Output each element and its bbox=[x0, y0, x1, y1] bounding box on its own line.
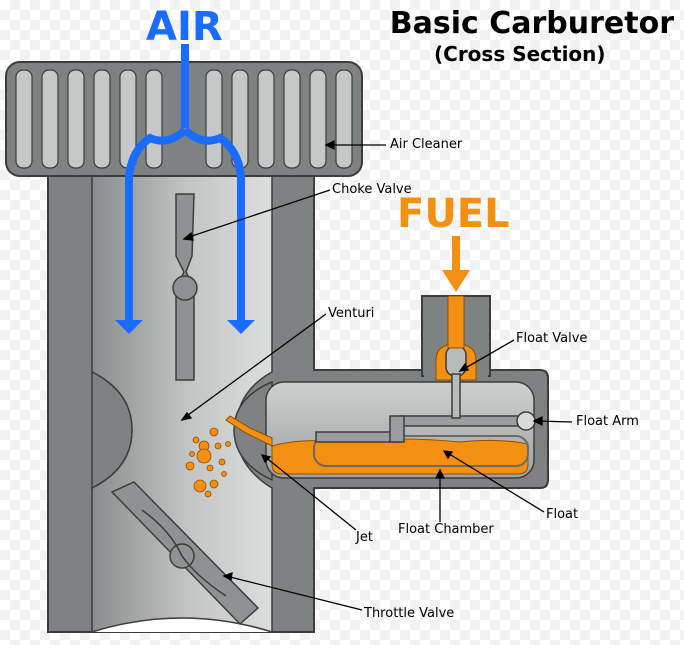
label-float-arm: Float Arm bbox=[576, 414, 639, 429]
air-flow-arrows bbox=[125, 44, 245, 322]
float bbox=[313, 435, 529, 467]
air-label: AIR bbox=[146, 4, 223, 50]
float-valve bbox=[435, 343, 477, 419]
label-venturi: Venturi bbox=[328, 306, 375, 321]
jet bbox=[225, 415, 273, 447]
venturi-left bbox=[91, 370, 133, 490]
label-air-cleaner: Air Cleaner bbox=[390, 137, 463, 152]
throttle-valve bbox=[110, 481, 260, 626]
fuel-pool bbox=[271, 438, 529, 475]
fuel-label: FUEL bbox=[397, 191, 510, 237]
bore-outlet bbox=[91, 617, 273, 633]
label-float-chamber: Float Chamber bbox=[398, 522, 494, 537]
fuel-droplets bbox=[185, 427, 231, 498]
label-jet: Jet bbox=[356, 530, 373, 545]
diagram-subtitle: (Cross Section) bbox=[434, 42, 606, 66]
choke-valve bbox=[172, 193, 198, 381]
fuel-line bbox=[447, 295, 465, 349]
fuel-arrow bbox=[442, 236, 470, 292]
air-arrowheads bbox=[115, 320, 255, 334]
label-float-valve: Float Valve bbox=[516, 331, 588, 346]
label-float: Float bbox=[546, 507, 579, 522]
label-choke-valve: Choke Valve bbox=[332, 182, 412, 197]
label-throttle-valve: Throttle Valve bbox=[364, 606, 455, 621]
diagram-title: Basic Carburetor bbox=[389, 6, 674, 41]
leader-lines bbox=[180, 139, 573, 611]
